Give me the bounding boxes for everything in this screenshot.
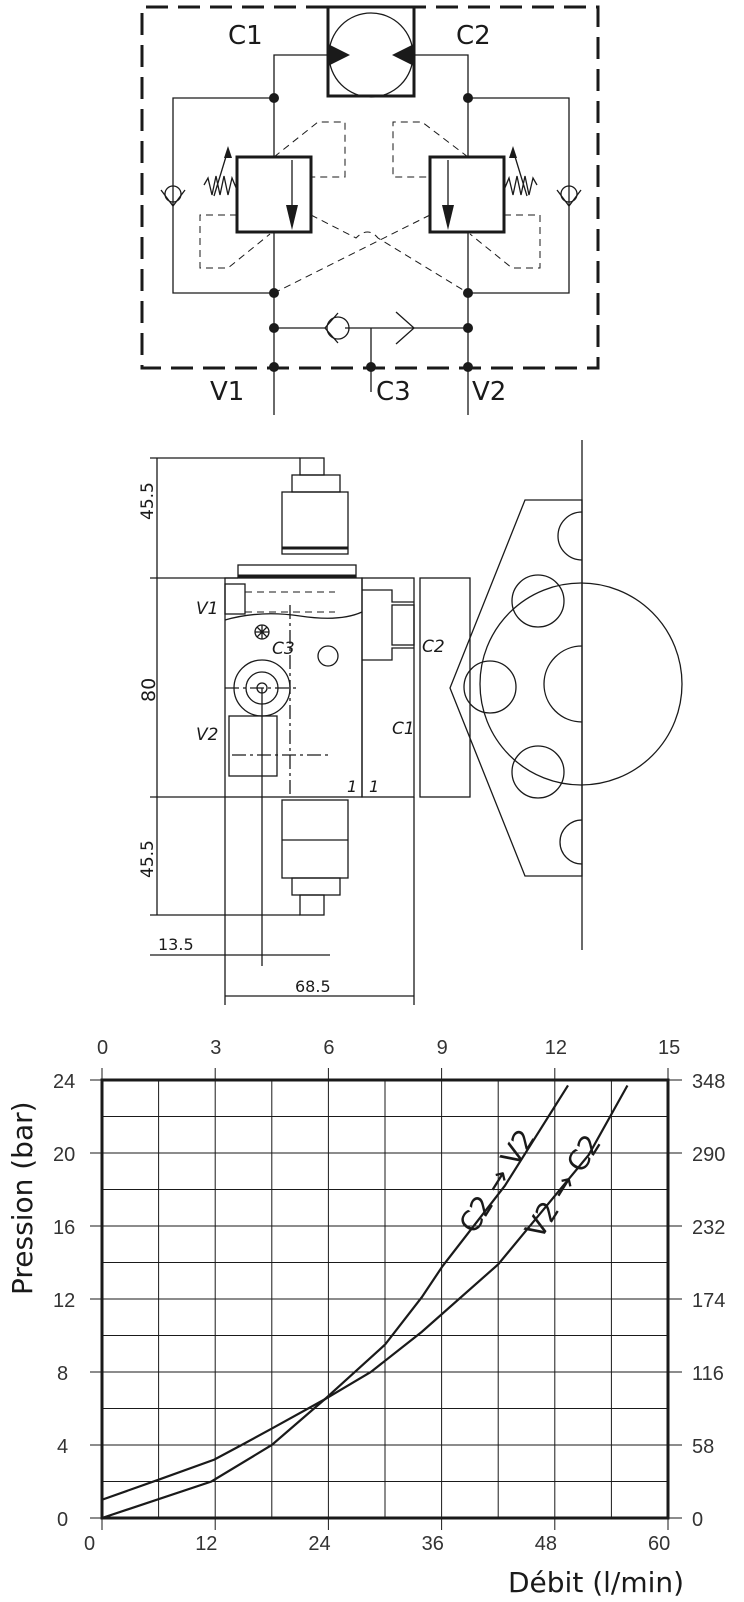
right-tick-label: 174 <box>692 1290 725 1312</box>
counterbalance-valve-left <box>235 155 313 234</box>
top-cartridge <box>281 491 349 555</box>
drawing-mark-b: 1 <box>369 777 379 796</box>
port-label-c3: C3 <box>376 377 411 407</box>
right-tick-label: 58 <box>692 1436 714 1458</box>
counterbalance-valve-right <box>428 155 506 234</box>
dim-top-height: 45.5 <box>138 482 158 520</box>
adapter-plate <box>361 577 415 798</box>
x-axis-label: Débit (l/min) <box>508 1566 684 1599</box>
motor-port-triangle-left <box>328 44 350 66</box>
curve-v2-to-c2 <box>101 1084 629 1501</box>
right-tick-label: 116 <box>692 1363 724 1385</box>
check-valve-left-icon <box>164 185 182 203</box>
x-tick-label: 24 <box>308 1533 330 1555</box>
right-tick-label: 232 <box>692 1217 725 1239</box>
drawing-mark-a: 1 <box>347 777 357 796</box>
spring-icon-left <box>203 175 238 196</box>
dim-bottom-height: 45.5 <box>138 840 158 878</box>
top-tick-label: 12 <box>545 1037 567 1059</box>
x-tick-label: 0 <box>84 1533 95 1555</box>
dim-block-height: 80 <box>138 678 160 702</box>
curve-c2-to-v2 <box>101 1084 569 1520</box>
shuttle-valve-icon <box>326 316 350 340</box>
top-tick-label: 9 <box>437 1037 448 1059</box>
dim-block-width: 68.5 <box>295 977 331 996</box>
right-tick-label: 0 <box>692 1509 703 1531</box>
top-tick-label: 6 <box>323 1037 334 1059</box>
x-tick-label: 36 <box>422 1533 444 1555</box>
top-tick-label: 3 <box>210 1037 221 1059</box>
y-tick-label: 0 <box>57 1509 68 1531</box>
y-tick-label: 16 <box>53 1217 75 1239</box>
dim-port-offset: 13.5 <box>158 935 194 954</box>
spring-icon-right <box>503 175 538 196</box>
port-label-c2: C2 <box>456 21 491 51</box>
motor-port-triangle-right <box>392 44 414 66</box>
y-tick-label: 8 <box>57 1363 68 1385</box>
check-valve-right-icon <box>560 185 578 203</box>
drawing-label-c1: C1 <box>392 719 415 739</box>
right-tick-label: 348 <box>692 1071 725 1093</box>
right-tick-label: 290 <box>692 1144 725 1166</box>
hydraulic-schematic: C1 C2 <box>140 5 600 415</box>
port-label-c1: C1 <box>228 21 263 51</box>
y-axis-label: Pression (bar) <box>6 1101 39 1295</box>
port-label-v1: V1 <box>210 377 244 407</box>
top-tick-label: 0 <box>97 1037 108 1059</box>
y-tick-label: 4 <box>57 1436 68 1458</box>
y-tick-label: 20 <box>53 1144 75 1166</box>
dimension-drawing: V1 C3 C2 V2 C1 1 1 45.5 80 45.5 13.5 68.… <box>138 440 683 1005</box>
x-tick-label: 12 <box>195 1533 217 1555</box>
drawing-label-c3: C3 <box>272 639 295 659</box>
port-label-v2: V2 <box>472 377 506 407</box>
curve-label-from: V2 → <box>519 1160 588 1244</box>
top-tick-label: 15 <box>658 1037 680 1059</box>
drawing-label-v1: V1 <box>196 599 218 619</box>
drawing-label-c2: C2 <box>422 637 445 657</box>
bottom-cartridge <box>281 799 349 879</box>
y-tick-label: 12 <box>53 1290 75 1312</box>
drawing-label-v2: V2 <box>196 725 218 745</box>
x-tick-label: 48 <box>535 1533 557 1555</box>
y-tick-label: 24 <box>53 1071 75 1093</box>
x-tick-label: 60 <box>648 1533 670 1555</box>
